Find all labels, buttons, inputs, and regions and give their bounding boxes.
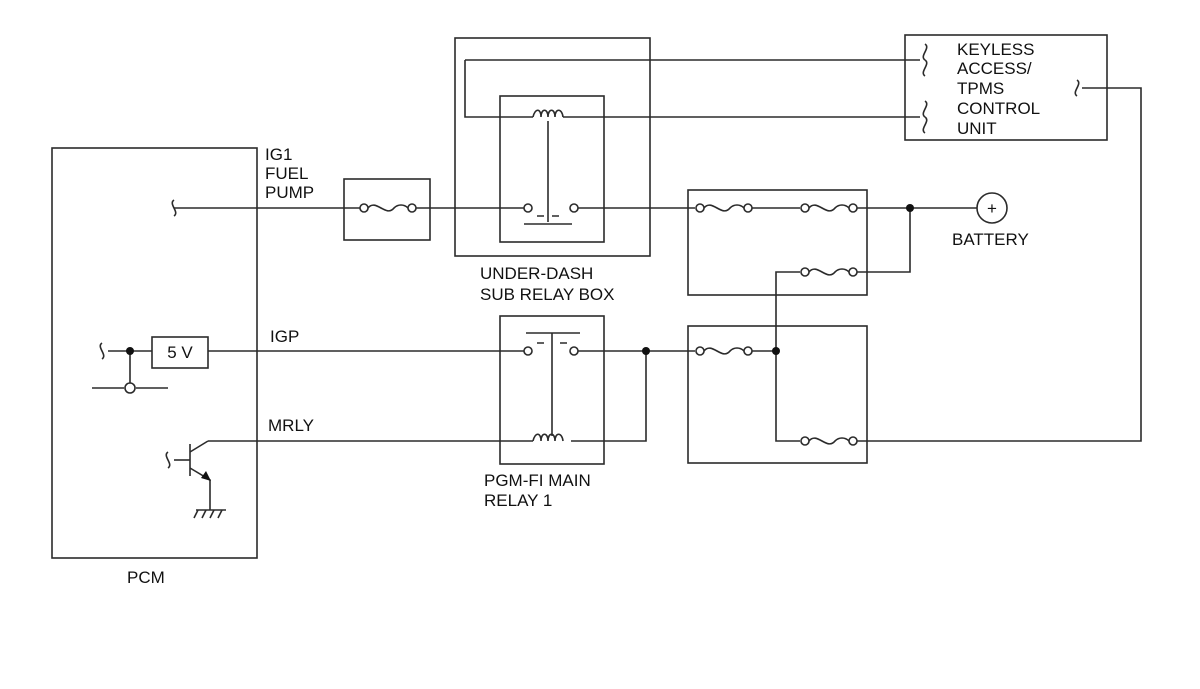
ig1-fuse-box — [343, 178, 431, 241]
mrly-label: MRLY — [268, 416, 314, 435]
fuse-upper-left — [695, 203, 753, 213]
fuse-ig1 — [359, 203, 417, 213]
lower-fuse-box — [687, 325, 868, 464]
igp-label: IGP — [270, 327, 299, 346]
svg-text:PUMP: PUMP — [265, 183, 314, 202]
pgm-fi-label: PGM-FI MAIN RELAY 1 — [484, 471, 591, 510]
fuse-upper-right — [800, 203, 858, 213]
sub-relay-inner-box — [499, 95, 605, 243]
wires — [92, 59, 1142, 442]
svg-text:PGM-FI MAIN: PGM-FI MAIN — [484, 471, 591, 490]
five-v-label: 5 V — [167, 343, 193, 362]
fuse-lower-right — [800, 436, 858, 446]
pgm-fi-main-relay-box — [499, 315, 605, 465]
fuse-lower-left — [695, 346, 753, 356]
svg-text:IG1: IG1 — [265, 145, 292, 164]
svg-text:UNIT: UNIT — [957, 119, 997, 138]
under-dash-label: UNDER-DASH SUB RELAY BOX — [480, 264, 614, 304]
svg-text:TPMS: TPMS — [957, 79, 1004, 98]
svg-text:ACCESS/: ACCESS/ — [957, 59, 1032, 78]
svg-text:SUB RELAY BOX: SUB RELAY BOX — [480, 285, 614, 304]
svg-text:UNDER-DASH: UNDER-DASH — [480, 264, 593, 283]
battery-plus: + — [987, 199, 997, 218]
battery-symbol: + — [976, 192, 1008, 224]
battery-label: BATTERY — [952, 230, 1029, 249]
keyless-label: KEYLESS ACCESS/ TPMS CONTROL UNIT — [957, 40, 1040, 138]
ig1-label: IG1 FUEL PUMP — [265, 145, 314, 202]
upper-fuse-box — [687, 189, 868, 296]
five-v-box — [151, 336, 209, 369]
svg-text:FUEL: FUEL — [265, 164, 308, 183]
transistor — [174, 440, 226, 519]
svg-text:RELAY 1: RELAY 1 — [484, 491, 552, 510]
pcm-box — [51, 147, 258, 559]
under-dash-relay — [523, 109, 579, 225]
under-dash-sub-relay-box — [454, 37, 651, 257]
junctions — [124, 204, 914, 394]
svg-text:CONTROL: CONTROL — [957, 99, 1040, 118]
pcm-label: PCM — [127, 568, 165, 587]
fuse-upper-mid — [800, 267, 858, 277]
svg-text:KEYLESS: KEYLESS — [957, 40, 1035, 59]
pgm-fi-relay — [523, 332, 580, 442]
connector-symbols — [99, 43, 1080, 469]
